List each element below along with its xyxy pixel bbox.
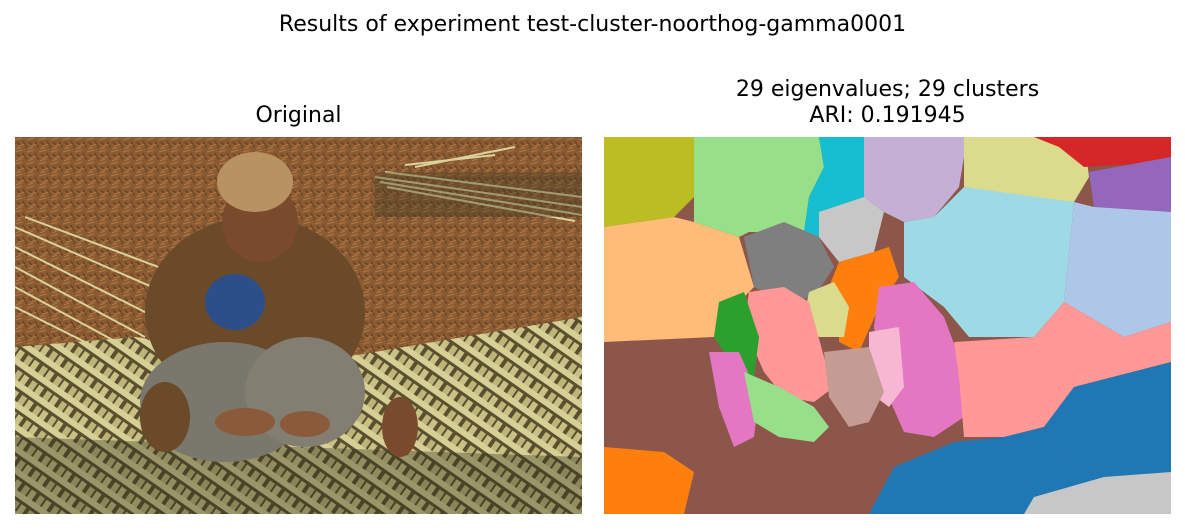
cluster-region	[964, 137, 1089, 202]
original-panel-title: Original	[255, 103, 342, 128]
cluster-region	[714, 292, 759, 377]
cluster-region	[604, 447, 694, 514]
cluster-region	[819, 197, 884, 262]
cluster-region	[829, 247, 899, 352]
cluster-title-line2: ARI: 0.191945	[809, 103, 966, 128]
cluster-region	[904, 187, 1074, 337]
cluster-region	[804, 282, 849, 337]
original-image-panel	[15, 137, 582, 514]
cluster-region	[1044, 362, 1171, 482]
cluster-region	[1024, 472, 1171, 514]
original-image	[15, 137, 582, 514]
cluster-map-panel	[604, 137, 1171, 514]
cluster-region	[694, 137, 824, 237]
cluster-map	[604, 137, 1171, 514]
cluster-region	[744, 222, 834, 302]
cluster-region	[744, 287, 834, 402]
cluster-region	[954, 302, 1171, 437]
cluster-region	[1034, 137, 1171, 167]
cluster-title-line1: 29 eigenvalues; 29 clusters	[735, 77, 1040, 102]
cluster-region	[874, 282, 964, 437]
cluster-region	[604, 137, 694, 227]
figure-suptitle: Results of experiment test-cluster-noort…	[278, 12, 907, 37]
cluster-panel-title: 29 eigenvalues; 29 clusters ARI: 0.19194…	[604, 77, 1171, 129]
cluster-region	[1064, 202, 1171, 337]
cluster-region	[604, 217, 754, 342]
cluster-region	[824, 347, 884, 427]
cluster-region	[744, 372, 829, 442]
cluster-region	[1089, 157, 1171, 212]
cluster-region	[864, 137, 964, 222]
